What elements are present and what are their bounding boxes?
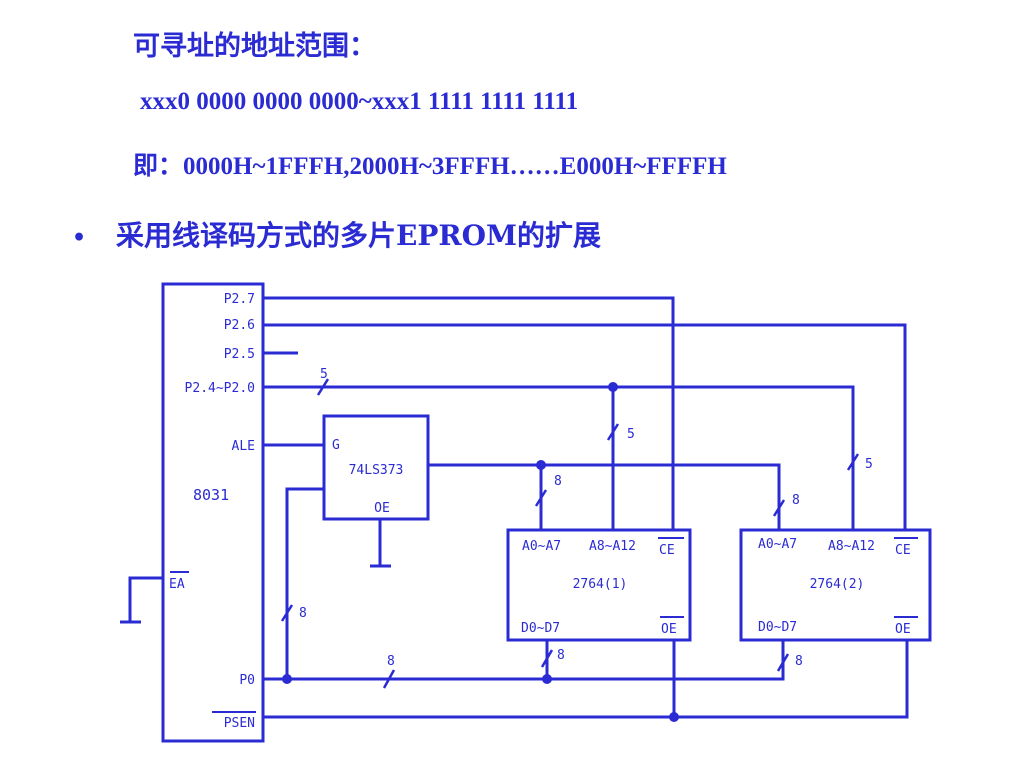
bus-width-label: 5 [320,367,328,382]
rom1-2764-box [506,528,692,642]
wire-latch-out-bus [428,463,781,530]
rom2-ce-label: CE [895,543,911,558]
bus-slash [776,653,790,672]
rom2-oe-label: OE [895,622,911,637]
pin-p24-p20-label: P2.4~P2.0 [185,381,255,396]
junction-dot [282,674,292,684]
bus-slash [382,669,396,689]
rom2-name-label: 2764(2) [810,577,865,592]
wire-latch-in [285,487,324,679]
bus-slash [606,423,620,441]
address-range-heading: 可寻址的地址范围： [133,31,376,62]
bullet-item: • 采用线译码方式的多片EPROM的扩展 [72,214,601,254]
bus-slash [280,604,294,622]
latch-oe-label: OE [374,501,390,516]
rom1-oe-label: OE [661,622,677,637]
bus-width-label: 8 [299,606,307,621]
pin-psen-label: PSEN [224,716,255,731]
junction-dot [542,674,552,684]
bus-slash [540,649,554,668]
rom2-a0-a7-label: A0~A7 [758,537,797,552]
address-range-binary: xxx0 0000 0000 0000~xxx1 1111 1111 1111 [140,88,579,115]
rom1-ce-label: CE [659,543,675,558]
pin-p0-label: P0 [239,673,255,688]
bus-width-label: 8 [387,654,395,669]
bus-width-label: 5 [865,457,873,472]
pin-p25-label: P2.5 [224,347,255,362]
bus-slash [534,489,548,507]
wire-p26-rom2-ce [263,323,907,530]
pin-ea-label: EA [169,577,185,592]
bullet-marker: • [72,224,87,251]
pin-ale-label: ALE [232,439,255,454]
bus-width-label: 5 [627,427,635,442]
bus-width-label: 8 [795,654,803,669]
rom2-2764-box [739,528,932,642]
junction-dot [608,382,618,392]
bus-slash [772,499,786,517]
bus-width-label: 8 [557,648,565,663]
bus-slash [846,453,860,471]
wire-psen-bus [263,640,909,719]
junction-dot [536,460,546,470]
wire-p0-bus [263,640,785,681]
rom1-name-label: 2764(1) [573,577,628,592]
cpu-name-label: 8031 [193,486,229,504]
rom2-a8-a12-label: A8~A12 [828,539,875,554]
address-range-hex: 即：0000H~1FFFH,2000H~3FFFH……E000H~FFFFH [133,153,727,180]
rom2-d0-d7-label: D0~D7 [758,620,797,635]
pin-p27-label: P2.7 [224,292,255,307]
pin-p26-label: P2.6 [224,318,255,333]
wire-p27-rom1-ce [263,296,675,530]
wire-ea [128,576,163,622]
junction-dot [669,712,679,722]
wire-p2-high-addr-bus [263,385,855,530]
rom1-a8-a12-label: A8~A12 [589,539,636,554]
latch-g-label: G [332,438,340,453]
rom1-d0-d7-label: D0~D7 [521,621,560,636]
bus-width-label: 8 [554,474,562,489]
bullet-text: 采用线译码方式的多片EPROM的扩展 [116,219,602,252]
rom1-a0-a7-label: A0~A7 [522,539,561,554]
cpu-8031-box [161,282,265,743]
bus-width-label: 8 [792,493,800,508]
latch-74ls373-box [322,414,430,521]
latch-name-label: 74LS373 [349,463,404,478]
bus-slash [316,378,330,396]
